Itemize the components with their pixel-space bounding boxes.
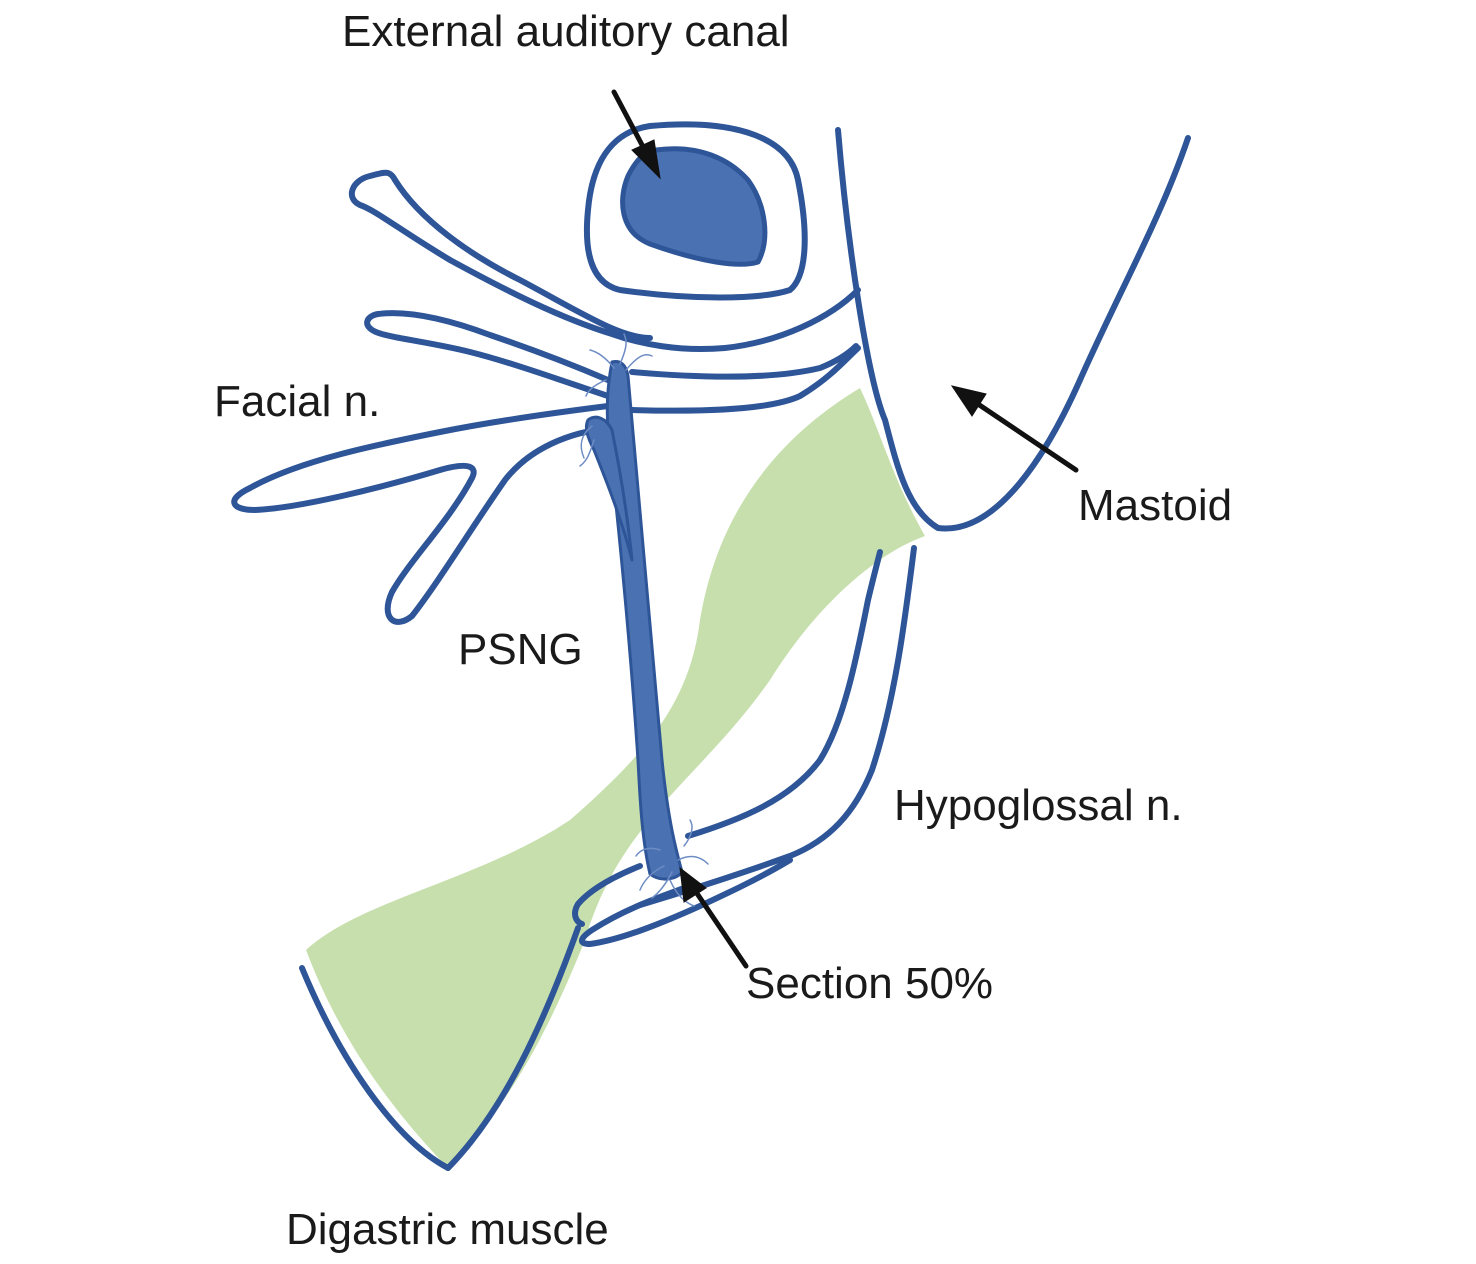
label-mastoid: Mastoid [1078, 481, 1232, 530]
section-arrow [689, 883, 749, 969]
label-facial-n: Facial n. [214, 377, 380, 426]
external-auditory-canal-lumen [620, 146, 768, 267]
section-arrowhead [679, 866, 707, 903]
mastoid-outline [835, 127, 1191, 532]
external-auditory-canal-arrowhead [631, 139, 661, 180]
digastric-muscle-outline-left [299, 965, 451, 1171]
upper-branch-outline [348, 169, 861, 353]
digastric-muscle-outline-right [445, 925, 581, 1171]
label-section: Section 50% [746, 959, 993, 1008]
psng-side-strip [584, 415, 634, 562]
facial-nerve-upper-loop [364, 310, 611, 399]
hypoglossal-nerve-inner [685, 549, 883, 839]
label-digastric-muscle: Digastric muscle [286, 1205, 609, 1254]
section-loop [579, 857, 793, 947]
label-external-auditory-canal: External auditory canal [342, 7, 790, 56]
label-hypoglossal-n: Hypoglossal n. [894, 781, 1183, 830]
arrows [611, 89, 1079, 969]
nerve-fibers [579, 333, 709, 907]
mastoid-arrow [969, 397, 1079, 473]
hypoglossal-nerve-outer [637, 545, 917, 908]
section-loop-upper [572, 863, 643, 927]
external-auditory-canal-outer [583, 121, 808, 301]
mastoid-arrowhead [950, 385, 987, 417]
second-branch-line [629, 343, 859, 380]
facial-nerve-main-trunk [231, 403, 613, 625]
label-psng: PSNG [458, 625, 583, 674]
digastric-muscle-shape [306, 388, 925, 1168]
third-branch-line [629, 345, 861, 414]
